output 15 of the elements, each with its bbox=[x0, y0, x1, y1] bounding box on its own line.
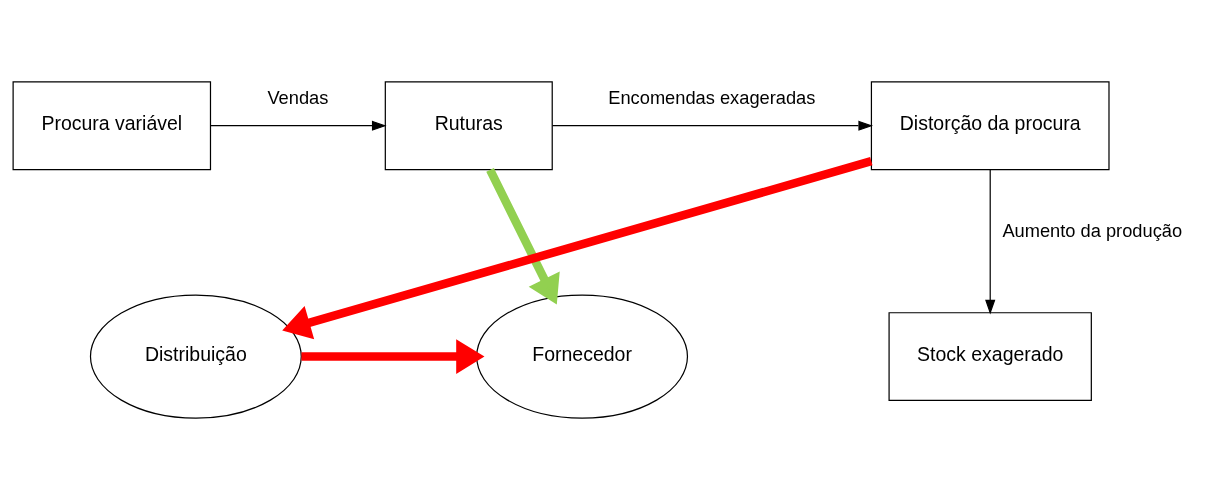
arrow bbox=[486, 167, 560, 304]
arrow bbox=[985, 168, 996, 314]
node-box: Procura variável bbox=[12, 80, 212, 170]
node-ellipse: Distribuição bbox=[89, 293, 302, 419]
node-box: Stock exagerado bbox=[888, 311, 1092, 401]
arrow bbox=[551, 120, 874, 131]
node-box: Ruturas bbox=[384, 80, 553, 170]
arrow bbox=[210, 120, 387, 131]
node-ellipse: Fornecedor bbox=[476, 293, 689, 419]
arrow bbox=[282, 156, 873, 339]
edge-label: Aumento da produção bbox=[1002, 219, 1183, 241]
edge-label: Vendas bbox=[267, 86, 329, 108]
arrow bbox=[301, 338, 485, 374]
edge-label: Encomendas exageradas bbox=[608, 86, 816, 108]
node-box: Distorção da procura bbox=[870, 80, 1110, 170]
